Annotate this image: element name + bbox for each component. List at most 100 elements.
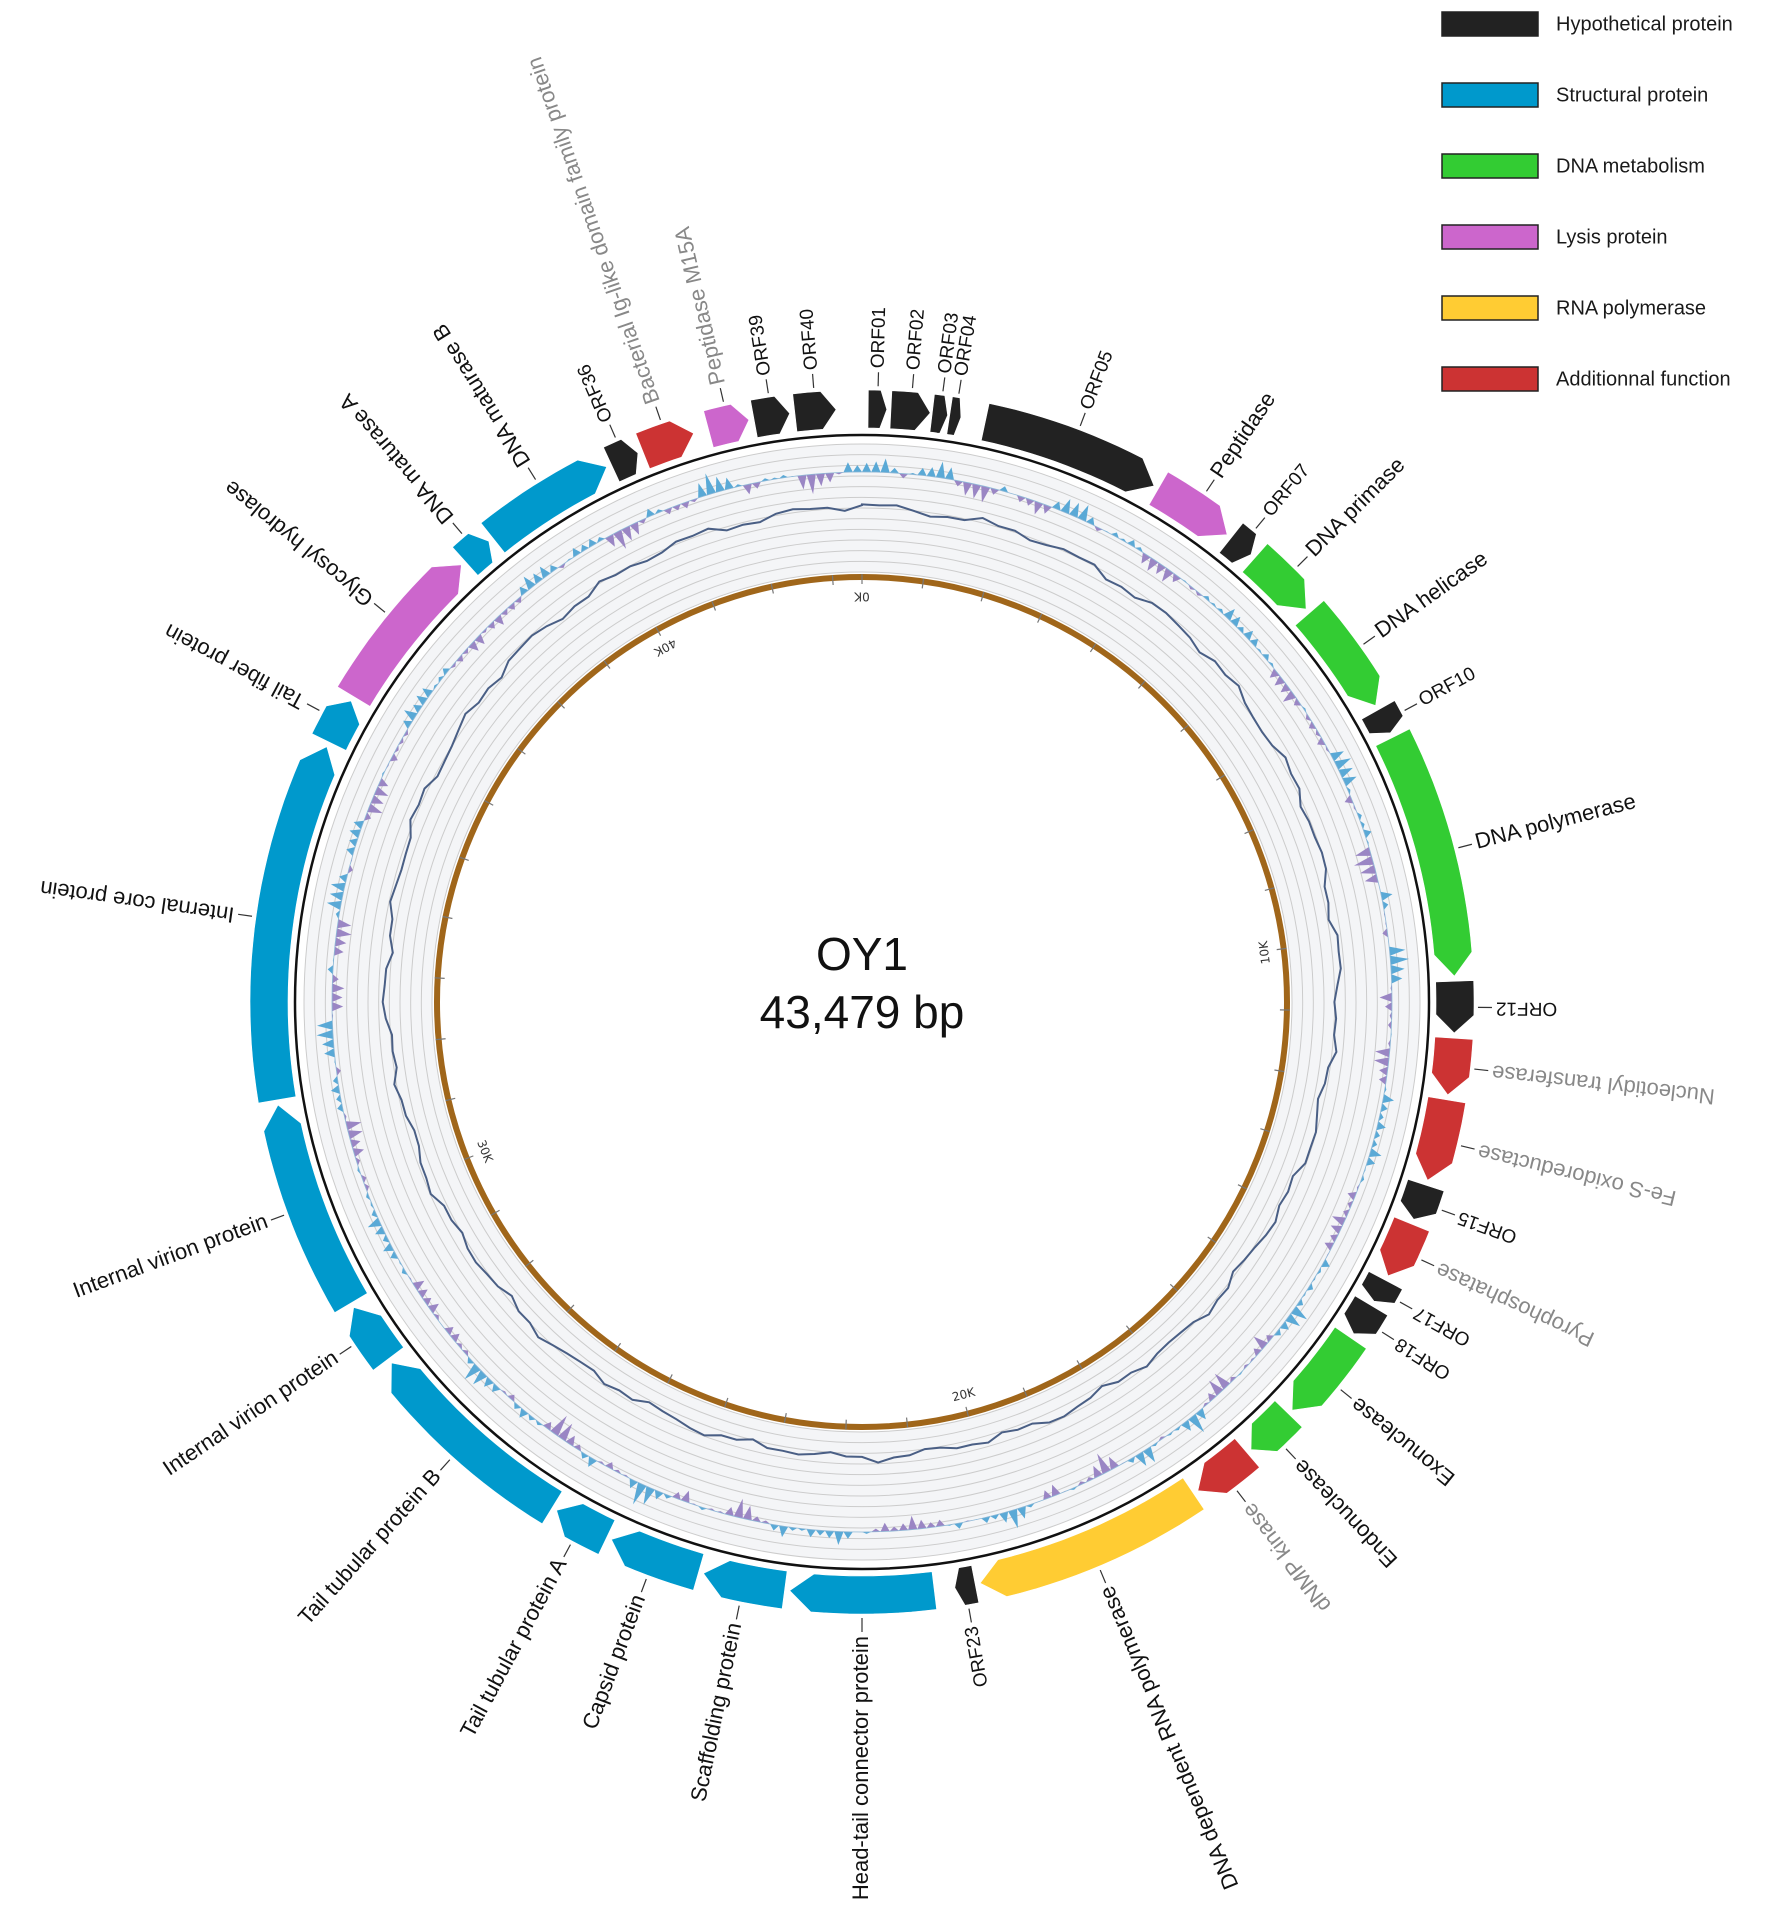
gc-skew-mark [1344,794,1354,804]
gc-skew-mark [364,812,372,821]
gc-skew-mark [326,900,342,910]
gc-skew-mark [349,829,361,839]
gene-label: Exonuclease [1346,1393,1460,1492]
gc-skew-mark [1208,1393,1217,1402]
label-leader [609,424,616,438]
gene-arrow [311,700,360,751]
gene-arrow [1435,980,1475,1034]
gene-arrow [1197,1438,1260,1494]
gc-skew-mark [350,1139,361,1149]
gene-arrow [249,746,336,1104]
tick-mark [905,1417,909,1428]
gc-skew-mark [1380,891,1393,901]
gc-skew-mark [1321,1258,1330,1267]
gc-skew-mark [1376,1121,1386,1131]
gc-skew-mark [375,1226,386,1235]
tick-mark [1125,1325,1134,1334]
gc-skew-mark [733,1498,743,1519]
tick-mark [434,977,445,979]
label-leader [452,522,463,534]
tick-mark [459,856,469,861]
legend-label: RNA polymerase [1556,297,1706,319]
gene-track [249,389,1475,1615]
gc-skew-mark [1141,552,1151,564]
gc-skew-mark [990,1513,1000,1520]
gene-arrow [348,1307,405,1371]
gc-skew-mark [770,1523,780,1531]
label-leader [1399,1301,1413,1310]
gc-skew-mark [1051,1484,1061,1497]
gene-label: ORF07 [1259,460,1314,521]
gc-skew-mark [370,794,384,804]
gc-skew-mark [1360,864,1377,874]
gc-skew-mark [1379,992,1392,1002]
gc-skew-mark [550,565,558,574]
gc-skew-mark [1382,1094,1394,1104]
gc-skew-mark [698,483,707,498]
gene-label: ORF17 [1410,1302,1474,1350]
gc-skew-mark [444,1327,454,1336]
gene-label: Tail tubular protein A [455,1553,572,1741]
gc-skew-mark [917,467,927,476]
gc-skew-mark [1077,505,1089,522]
gc-skew-mark [742,483,752,495]
label-leader [270,1214,285,1221]
gene-label: DNA primase [1300,452,1409,561]
gene-label: Nucleotidyl transferase [1491,1060,1716,1109]
gc-skew-mark [422,1298,432,1306]
legend-swatch [1441,295,1539,321]
gene-label: DNA maturase B [427,320,535,472]
gc-skew-mark [935,1519,945,1527]
gene-label: ORF39 [745,313,775,377]
gc-skew-mark [1371,1139,1378,1149]
gc-skew-mark [332,992,343,1002]
gc-skew-mark [1274,675,1286,686]
gene-label: Bacterial Ig-like domain family protein [522,54,665,408]
gc-skew-mark [1243,630,1254,641]
gc-skew-mark [550,1415,567,1437]
legend-label: Additionnal function [1556,368,1731,390]
gc-skew-mark [543,1422,552,1431]
gc-skew-mark [672,504,681,511]
gene-arrow [480,459,608,554]
gc-skew-mark [1223,609,1235,621]
gc-skew-mark [680,500,690,509]
legend-swatch [1441,224,1539,250]
gc-skew-mark [336,1066,341,1076]
gene-label: Capsid protein [577,1591,650,1733]
label-leader [942,377,946,392]
gc-skew-mark [474,633,485,644]
grid-ring [314,454,1410,1550]
gc-skew-mark [1008,1508,1018,1529]
gc-skew-mark [1209,1380,1224,1396]
grid-ring [420,560,1304,1444]
gc-skew-mark [1135,1451,1147,1466]
label-leader [339,1345,352,1355]
legend-label: Lysis protein [1556,226,1668,248]
gc-skew-mark [999,486,1009,493]
gc-skew-mark [377,778,389,787]
gene-arrow [1241,543,1307,610]
center-title: OY1 43,479 bp [760,928,965,1038]
gene-label: Internal virion protein [70,1208,271,1303]
gc-skew-mark [1389,1011,1392,1021]
gc-skew-mark [1354,855,1374,866]
label-leader [563,1544,571,1558]
gc-skew-mark [843,462,853,473]
gc-skew-mark [629,521,640,535]
gc-skew-mark [1069,502,1079,518]
gc-skew-mark [1293,698,1302,706]
label-leader [1460,1145,1475,1150]
gc-skew-mark [643,1486,655,1505]
gc-skew-mark [581,1451,589,1459]
gc-skew-mark [1266,1335,1274,1343]
gc-skew-mark [646,508,655,518]
gc-skew-mark [565,1435,575,1447]
gc-skew-mark [1347,1200,1354,1210]
tick-mark [1169,1283,1179,1292]
gene-arrow [946,396,962,436]
gc-skew-mark [797,474,807,490]
label-leader [1441,1209,1456,1216]
gc-skew-mark [1338,767,1353,778]
gene-arrow [1379,1216,1430,1277]
